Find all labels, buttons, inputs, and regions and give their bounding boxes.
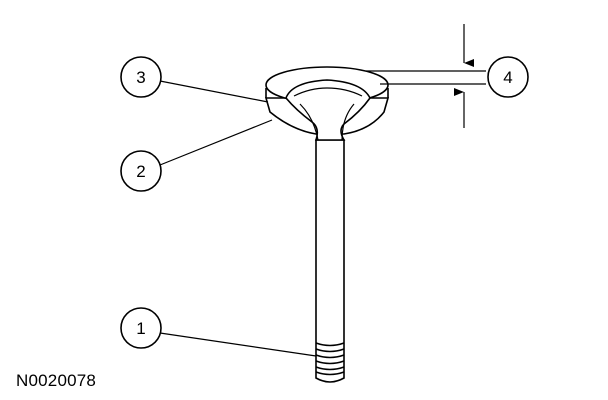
- callout-4: 4: [487, 56, 529, 98]
- leader-line-3: [159, 80, 269, 103]
- callout-2: 2: [120, 150, 162, 192]
- callout-3-label: 3: [136, 68, 145, 87]
- keeper-grooves: [315, 342, 345, 376]
- callout-1-label: 1: [136, 319, 145, 338]
- leader-line-2: [159, 119, 273, 166]
- callout-1: 1: [120, 307, 162, 349]
- callout-4-label: 4: [503, 68, 512, 87]
- leader-line-1: [159, 332, 317, 357]
- margin-dimension: [366, 24, 486, 128]
- callout-2-label: 2: [136, 162, 145, 181]
- figure-id: N0020078: [16, 371, 97, 390]
- valve-stem: [315, 139, 345, 383]
- leader-lines: [159, 80, 317, 357]
- callout-3: 3: [120, 56, 162, 98]
- valve-head: [264, 66, 390, 141]
